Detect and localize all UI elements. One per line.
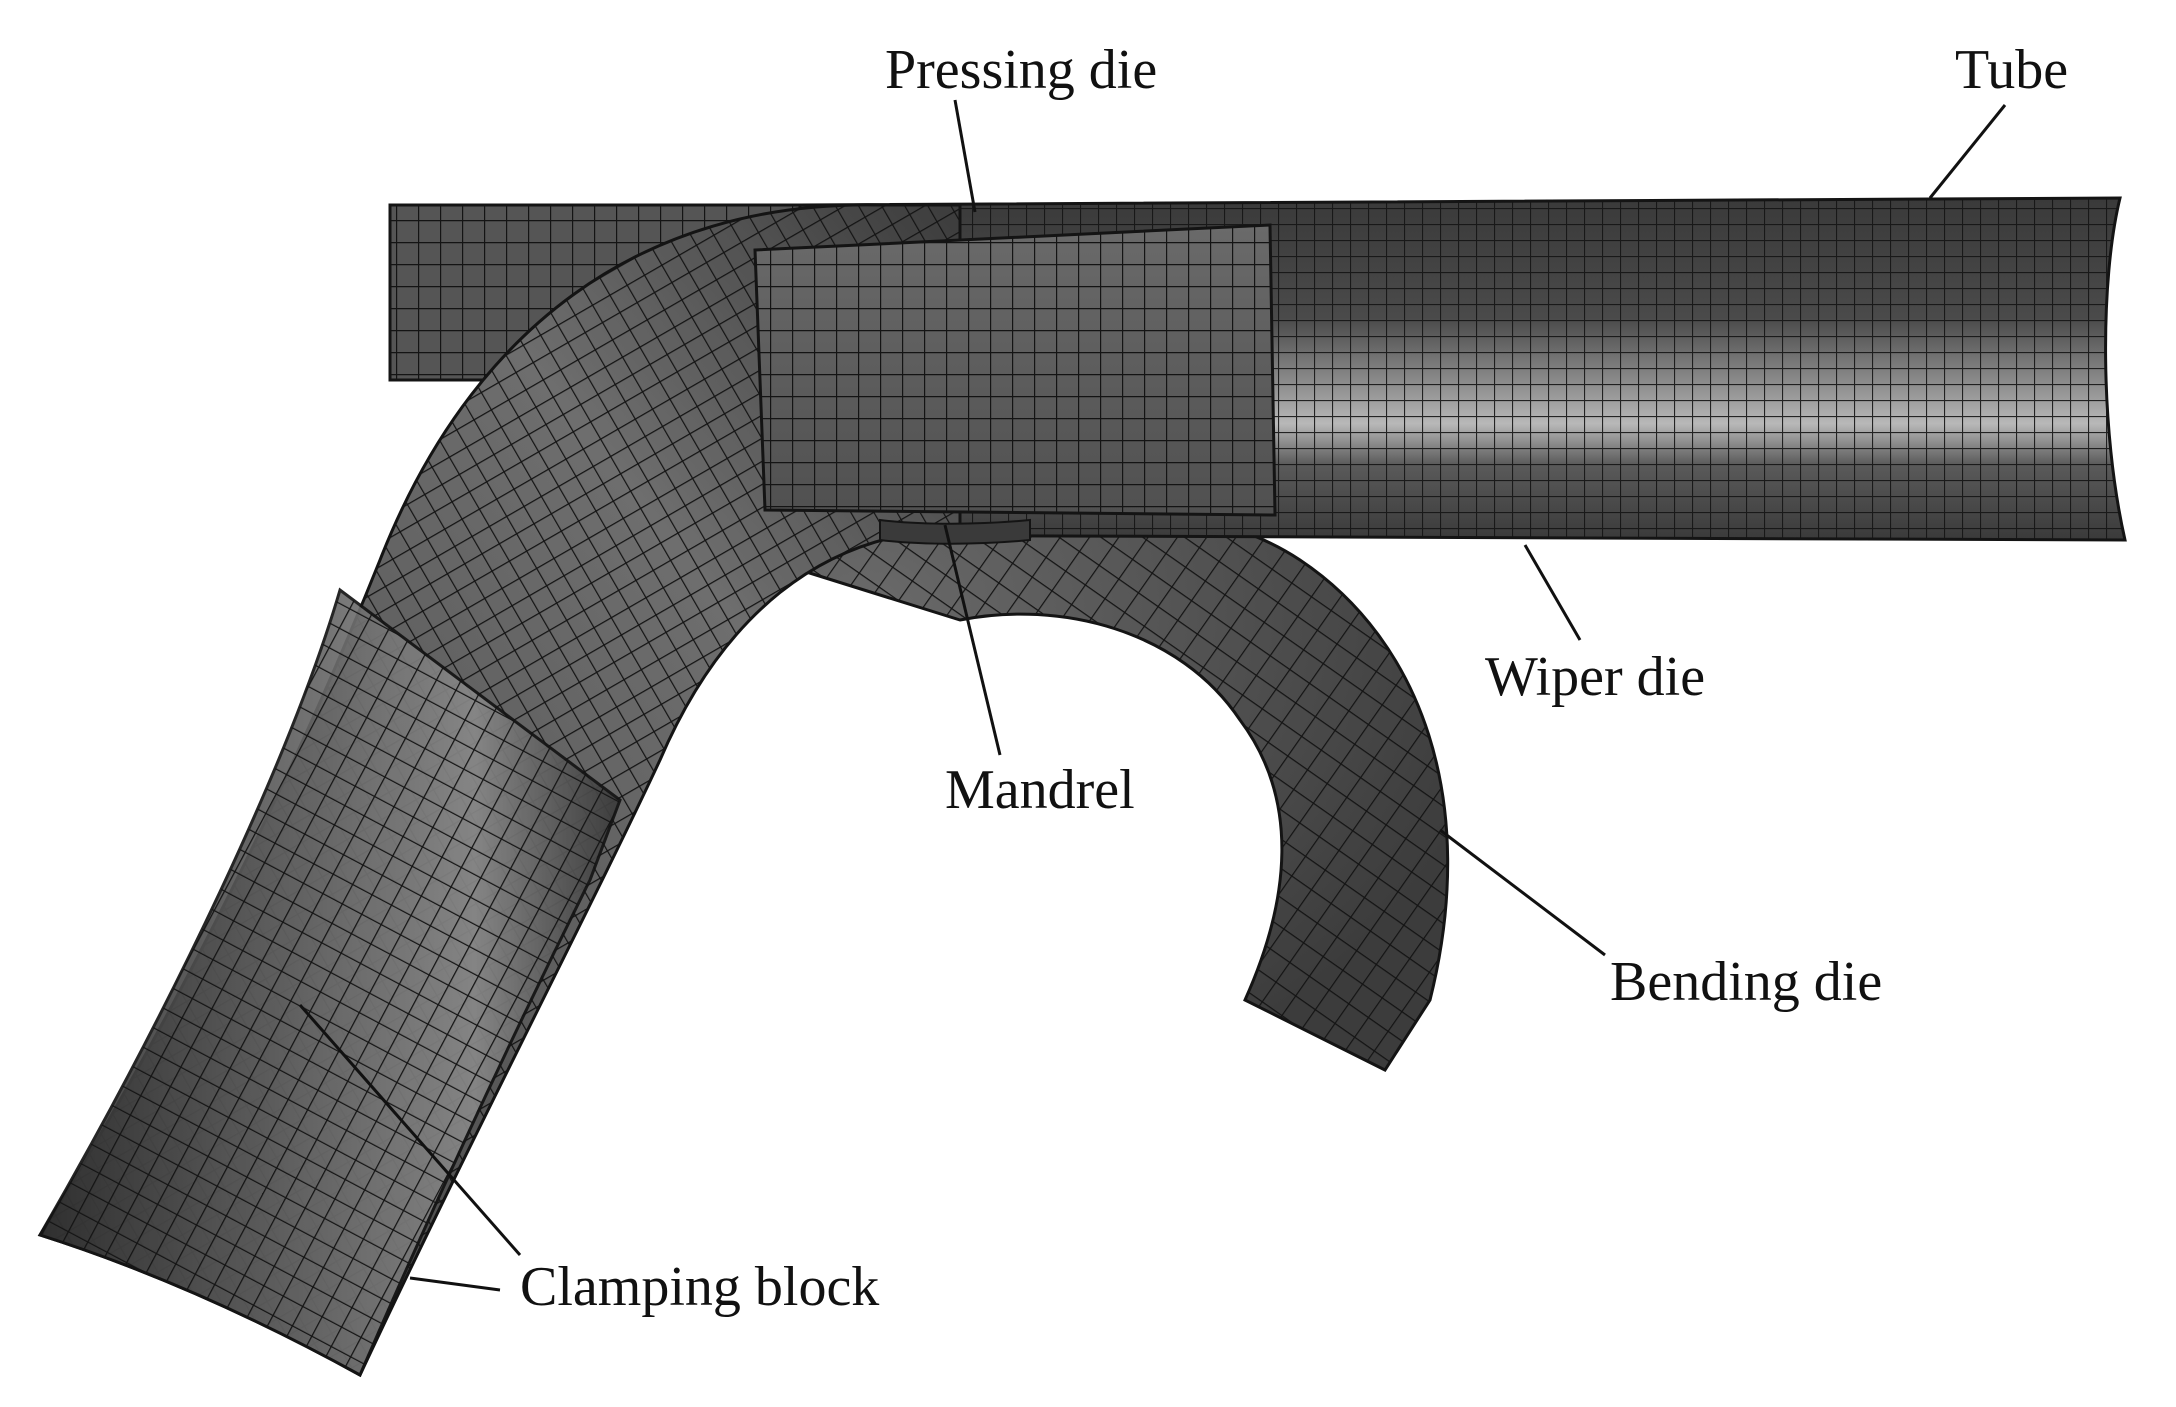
label-pressing-die: Pressing die	[885, 39, 1157, 101]
mandrel	[879, 518, 1031, 545]
clamping-block	[37, 587, 622, 1378]
label-clamping-block: Clamping block	[520, 1256, 879, 1318]
leader-clamping-block-1	[298, 1004, 522, 1256]
label-wiper-die: Wiper die	[1485, 646, 1705, 708]
pressing-die	[753, 223, 1277, 517]
leader-mandrel	[943, 524, 1002, 756]
leader-tube	[1928, 104, 2007, 199]
leader-pressing-die	[953, 99, 977, 213]
label-mandrel: Mandrel	[945, 759, 1135, 821]
leader-bending-die	[1439, 828, 1606, 957]
leader-wiper-die	[1523, 544, 1582, 641]
label-tube: Tube	[1955, 39, 2068, 101]
leader-clamping-block-2	[409, 1276, 501, 1292]
label-bending-die: Bending die	[1610, 951, 1882, 1013]
leader-lines	[298, 99, 2007, 1292]
